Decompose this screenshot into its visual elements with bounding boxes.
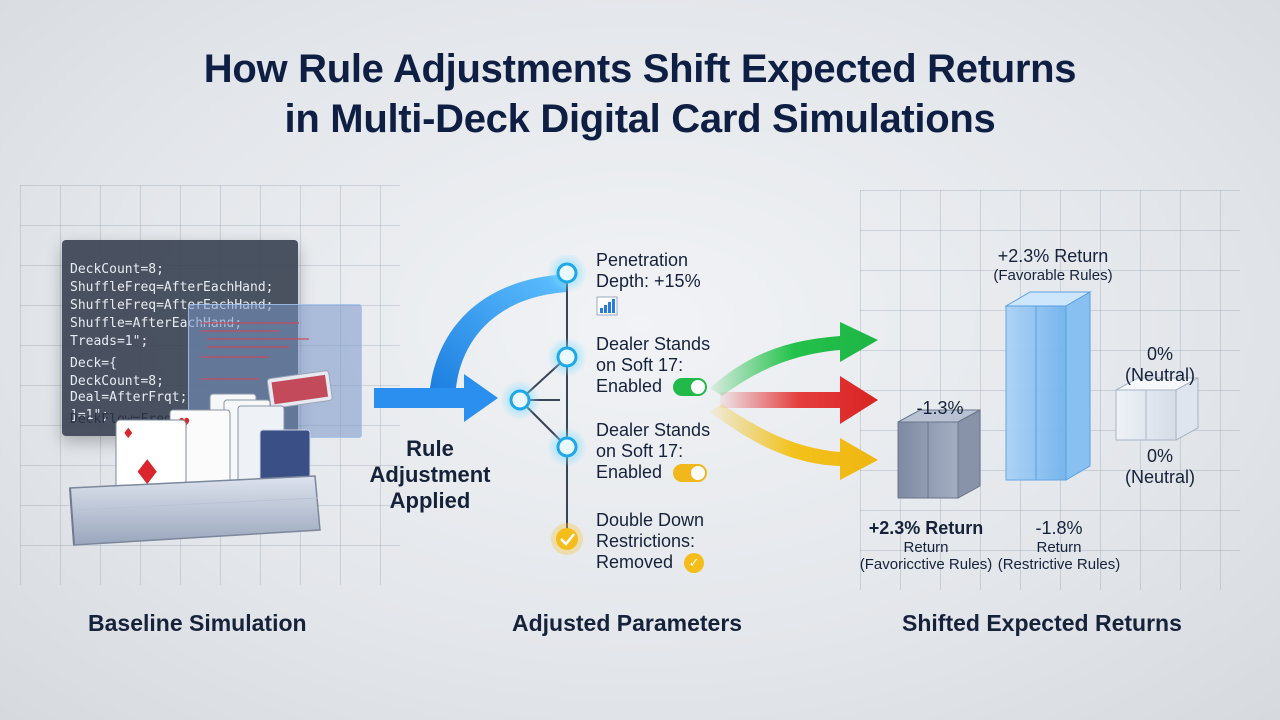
code-panel-front-art	[201, 322, 333, 409]
toggle-switch-yellow[interactable]	[673, 464, 708, 483]
code-line: ]=1";	[70, 408, 110, 423]
param-penetration-depth: Penetration Depth: +15%	[596, 250, 701, 316]
svg-text:♦: ♦	[122, 426, 135, 442]
param-dealer-stands-soft17-a: Dealer Stands on Soft 17: Enabled	[596, 334, 710, 397]
param-line: Restrictions:	[596, 531, 696, 551]
return-value: -1.3%	[916, 398, 964, 418]
param-double-down: Double Down Restrictions: Removed ✓	[596, 510, 705, 574]
return-caption: (Favoricctive Rules)	[859, 556, 993, 573]
parameter-tree	[500, 255, 587, 555]
left-bar-top-label: -1.3%	[900, 398, 980, 419]
param-line: Double Down	[596, 510, 705, 530]
page-title: How Rule Adjustments Shift Expected Retu…	[0, 44, 1280, 144]
param-line: Penetration	[596, 250, 689, 270]
section-label-baseline: Baseline Simulation	[88, 610, 307, 636]
mid-bar-bottom-label: -1.8% Return (Restrictive Rules)	[984, 518, 1134, 573]
rule-adjustment-line-1: Rule	[406, 436, 454, 461]
returns-bars	[897, 291, 1199, 499]
code-line: Deal=AfterFrqt;	[70, 390, 188, 405]
title-line-2: in Multi-Deck Digital Card Simulations	[284, 97, 996, 141]
return-value: 0%	[1146, 446, 1173, 466]
param-line: Enabled	[596, 462, 663, 482]
card-deck-box-illustration: ♥ ♦ ♦	[69, 393, 321, 546]
code-line: Treads=1";	[70, 334, 149, 349]
return-caption: (Neutral)	[1124, 365, 1195, 385]
rule-adjustment-line-2: Adjustment	[369, 462, 491, 487]
toggle-switch-green[interactable]	[673, 378, 708, 397]
rule-adjustment-label: Rule Adjustment Applied	[350, 436, 510, 514]
section-label-returns: Shifted Expected Returns	[902, 610, 1182, 636]
code-line: ShuffleFreq=AfterEachHand;	[70, 280, 274, 295]
green-arrow	[710, 322, 878, 396]
right-bar-top-label: 0% (Neutral)	[1110, 344, 1210, 386]
title-line-1: How Rule Adjustments Shift Expected Retu…	[203, 47, 1077, 91]
rule-adjustment-line-3: Applied	[389, 488, 471, 513]
return-value: 0%	[1146, 344, 1173, 364]
param-line: Depth: +15%	[596, 271, 701, 291]
return-arrows	[710, 322, 878, 480]
code-line: DeckCount=8;	[70, 374, 164, 389]
code-line: DeckCount=8;	[70, 262, 164, 277]
section-label-parameters: Adjusted Parameters	[512, 610, 743, 636]
return-value: +2.3% Return	[868, 518, 984, 538]
code-line: Deck={	[70, 356, 117, 371]
yellow-arrow	[710, 404, 878, 480]
param-line: Enabled	[596, 376, 663, 396]
return-value: +2.3% Return	[997, 246, 1109, 266]
return-caption: Return	[1036, 539, 1082, 556]
signal-bars-icon	[596, 296, 618, 316]
return-caption: (Favorable Rules)	[993, 267, 1113, 284]
param-line: Dealer Stands	[596, 420, 711, 440]
right-bar-bottom-label: 0% (Neutral)	[1110, 446, 1210, 488]
return-caption: (Restrictive Rules)	[997, 556, 1121, 573]
param-line: on Soft 17:	[596, 355, 684, 375]
check-icon: ✓	[684, 553, 705, 574]
return-value: -1.8%	[1035, 518, 1083, 538]
tall-bar-label: +2.3% Return (Favorable Rules)	[968, 246, 1138, 284]
param-dealer-stands-soft17-b: Dealer Stands on Soft 17: Enabled	[596, 420, 710, 483]
return-caption: (Neutral)	[1124, 467, 1195, 487]
param-line: on Soft 17:	[596, 441, 684, 461]
left-bar-bottom-label: +2.3% Return Return (Favoricctive Rules)	[856, 518, 996, 573]
return-caption: Return	[903, 539, 949, 556]
param-line: Removed	[596, 552, 674, 572]
red-arrow	[720, 376, 878, 424]
param-line: Dealer Stands	[596, 334, 711, 354]
